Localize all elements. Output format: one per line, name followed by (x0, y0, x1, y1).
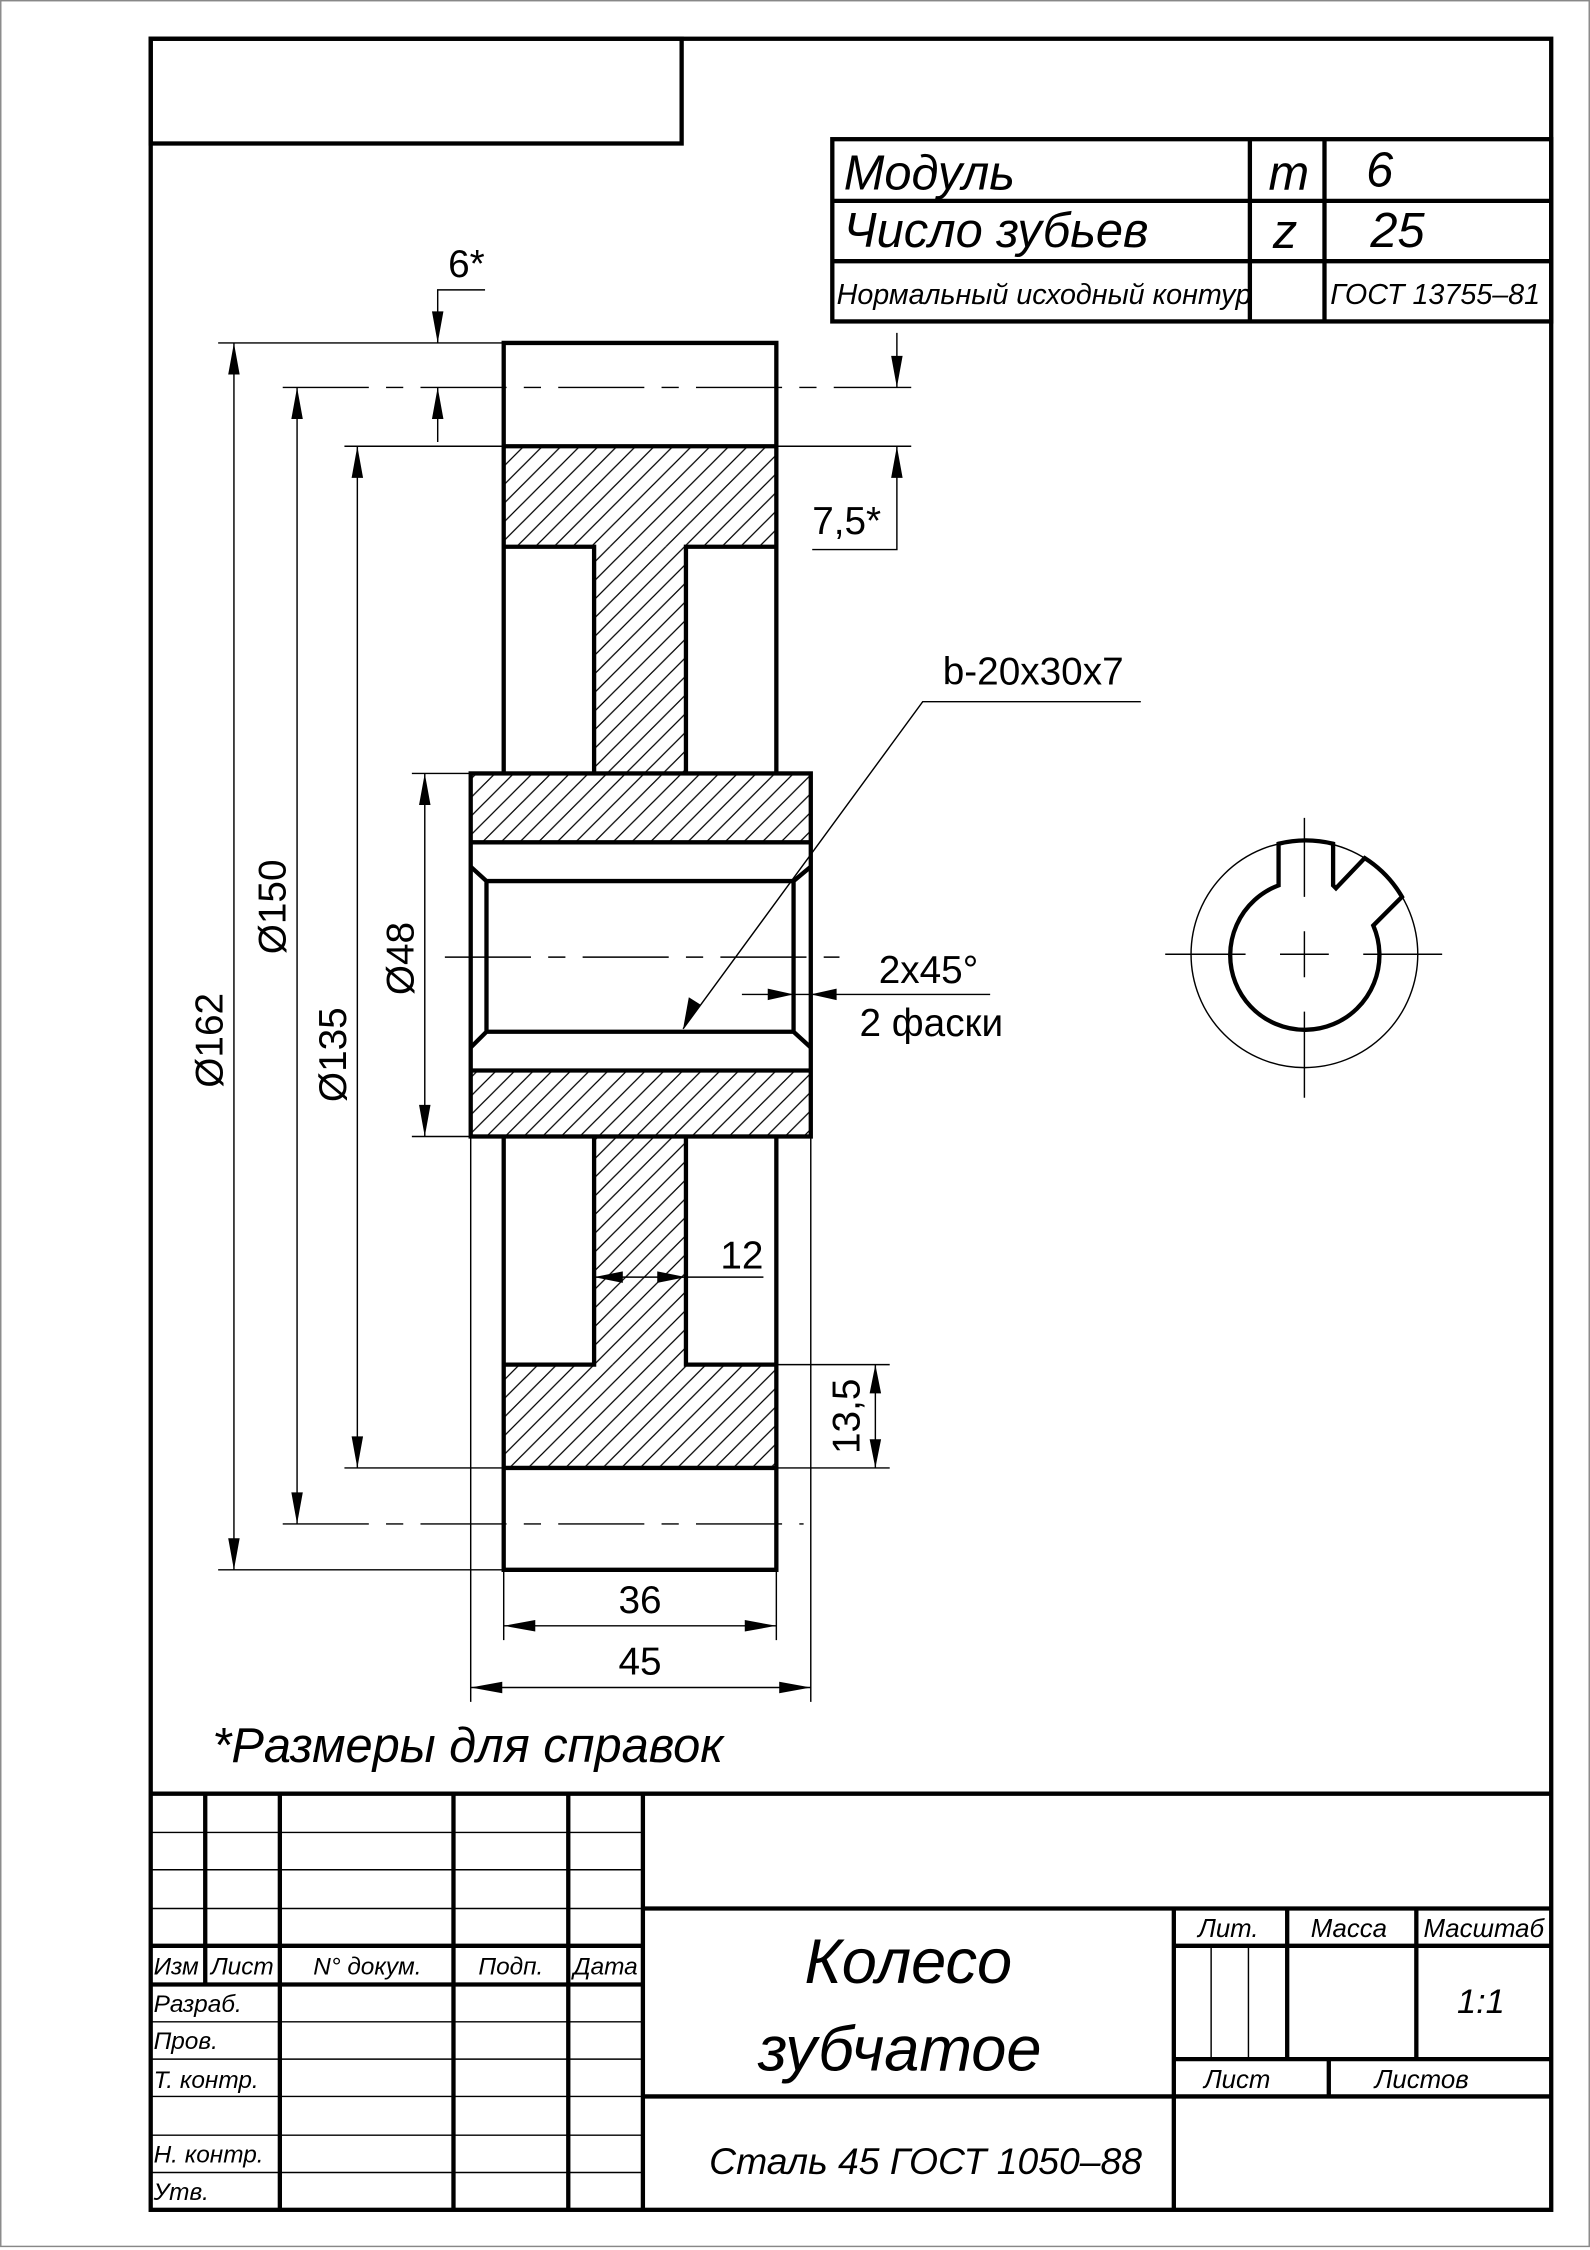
param-name: Модуль (844, 146, 1015, 200)
dim-d48: Ø48 (379, 922, 422, 995)
role-label: Т. контр. (154, 2067, 259, 2094)
dim-tooth-top: 6* (448, 243, 485, 286)
header-doc: N° докум. (313, 1953, 421, 1980)
drawing-title-line1: Колесо (805, 1927, 1013, 1997)
drawing-title-line2: зубчатое (757, 2015, 1041, 2085)
dim-chamfer-note: 2 фаски (859, 1002, 1003, 1045)
dim-web: 12 (720, 1234, 763, 1277)
param-value: ГОСТ 13755–81 (1330, 279, 1540, 311)
header-izm: Изм (154, 1953, 199, 1980)
dimension-labels: Ø162 Ø150 Ø135 Ø48 6* 7,5* b-20x30x7 2x4… (188, 243, 1123, 1684)
role-label: Разраб. (154, 1991, 242, 2018)
title-block: Изм Лист N° докум. Подп. Дата Разраб. Пр… (150, 1791, 1552, 2210)
role-label: Пров. (154, 2028, 218, 2055)
dimension-lines (218, 289, 1141, 1702)
dim-chamfer: 2x45° (879, 949, 978, 992)
reference-note: *Размеры для справок (212, 1719, 725, 1773)
dim-d162: Ø162 (188, 993, 231, 1088)
header-date: Дата (570, 1953, 637, 1980)
param-name: Нормальный исходный контур (837, 279, 1252, 311)
role-label: Н. контр. (154, 2141, 264, 2168)
sheets-label: Листов (1373, 2066, 1469, 2094)
lit-label: Лит. (1196, 1915, 1258, 1943)
dim-tooth-bottom: 7,5* (812, 500, 881, 543)
param-symbol: z (1272, 205, 1297, 259)
dim-rim: 13,5 (826, 1379, 869, 1454)
gear-section-view (282, 340, 912, 1572)
scale-label: Масштаб (1423, 1915, 1545, 1943)
gear-parameter-table: Модуль m 6 Число зубьев z 25 Нормальный … (830, 137, 1554, 324)
header-sign: Подп. (478, 1953, 543, 1980)
dim-d135: Ø135 (312, 1007, 355, 1102)
dim-width-36: 36 (618, 1579, 661, 1622)
dim-d150: Ø150 (252, 860, 295, 955)
hub-keyway-section (1165, 817, 1443, 1098)
header-list: Лист (209, 1953, 274, 1980)
param-value: 6 (1366, 144, 1394, 198)
role-label: Утв. (153, 2179, 209, 2206)
top-left-box (148, 36, 684, 146)
material: Сталь 45 ГОСТ 1050–88 (709, 2140, 1142, 2182)
dim-width-45: 45 (618, 1641, 661, 1684)
mass-label: Масса (1311, 1915, 1387, 1943)
param-symbol: m (1269, 146, 1310, 200)
param-value: 25 (1369, 204, 1425, 258)
dim-keyway: b-20x30x7 (943, 650, 1124, 693)
scale-value: 1:1 (1457, 1983, 1505, 2021)
param-name: Число зубьев (844, 204, 1149, 258)
sheet-label: Лист (1202, 2066, 1270, 2094)
drawing-frame (148, 36, 1554, 2212)
